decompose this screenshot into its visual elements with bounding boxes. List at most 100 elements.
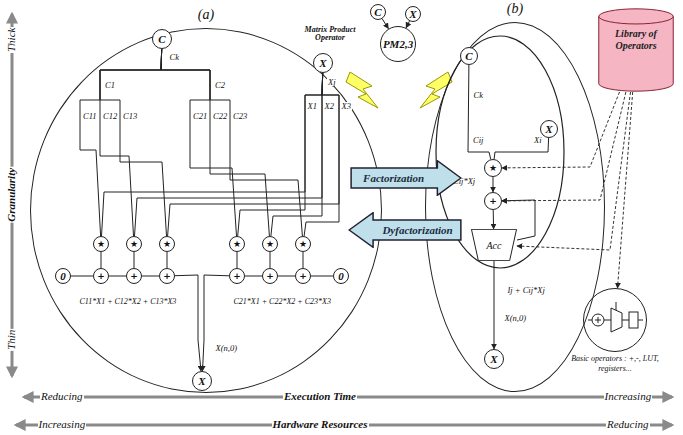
signal-wire (134, 252, 135, 268)
signal-label: C22 (212, 112, 228, 121)
signal-circle: C (370, 4, 386, 20)
operator-circle: + (159, 268, 175, 284)
operator-circle: + (229, 268, 245, 284)
signal-label: Xj (327, 78, 337, 87)
signal-wire (161, 49, 237, 236)
node-text: Basic operators : +,-, LUT, registers... (560, 354, 670, 373)
node-text: X (490, 354, 497, 365)
node-text: ★ (233, 240, 241, 249)
signal-wire (494, 261, 495, 349)
lightning-bolt (420, 72, 452, 108)
panel-title: (a) (31, 7, 381, 23)
library-cylinder: Library of Operators (598, 8, 674, 92)
signal-circle: C (152, 29, 172, 49)
signal-label: X2 (324, 102, 335, 111)
operator-circle: ★ (159, 236, 175, 252)
library-link (502, 92, 620, 168)
node-text: Acc (487, 240, 502, 251)
axis-label: Reducing (40, 391, 84, 403)
signal-circle: X (540, 120, 558, 138)
axis-label: Execution Time (283, 391, 357, 403)
signal-wire (311, 276, 333, 277)
node-text: 0 (338, 271, 344, 282)
signal-wire (493, 177, 494, 192)
signal-wire (493, 210, 494, 229)
signal-label: C21 (192, 112, 208, 121)
library-link (517, 92, 631, 250)
node-text: X (409, 9, 416, 20)
operator-circle: + (262, 268, 278, 284)
operator-circle: + (93, 268, 109, 284)
signal-wire (278, 276, 295, 277)
signal-label: Ck (473, 91, 484, 100)
signal-label: Ij + Cij*Xj (507, 286, 546, 295)
signal-wire (271, 73, 323, 236)
operator-circle: ★ (262, 236, 278, 252)
signal-label: X1 (307, 102, 318, 111)
panel-title: (b) (426, 1, 604, 17)
signal-label: C11 (82, 112, 98, 121)
signal-wire (80, 49, 162, 236)
signal-label: Xi (533, 136, 543, 145)
operator-circle: + (126, 268, 142, 284)
signal-label: C13 (122, 112, 138, 121)
operator-circle: ★ (295, 236, 311, 252)
signal-label: X(n,0) (504, 314, 527, 323)
node-text: ★ (130, 240, 138, 249)
signal-wire (161, 49, 269, 236)
operator-circle: ★ (126, 236, 142, 252)
node-text: + (130, 272, 138, 281)
node-text: ★ (163, 240, 171, 249)
node-text: Library of Operators (604, 28, 668, 51)
signal-label: C12 (102, 112, 118, 121)
signal-wire (270, 252, 271, 268)
signal-wire (468, 65, 491, 159)
signal-wire (100, 49, 162, 236)
node-text: C (465, 51, 472, 62)
signal-wire (203, 275, 230, 371)
basic-operators-circle: Basic operators : +,-, LUT, registers... (583, 288, 647, 352)
signal-wire (100, 49, 167, 236)
accumulator-box: Acc (471, 229, 517, 261)
node-text: + (233, 272, 241, 281)
axis-label: Increasing (38, 419, 87, 431)
signal-wire (102, 73, 323, 236)
signal-label: Cij (472, 136, 484, 145)
signal-label: Matrix Product Operator (293, 26, 367, 43)
node-text: PM2,3 (383, 39, 413, 50)
signal-label: C2 (214, 81, 226, 90)
node-text: 0 (60, 271, 66, 282)
axis-label: Increasing (604, 391, 653, 403)
node-text: + (489, 197, 497, 206)
basic-operators-schematic (588, 302, 643, 332)
node-text: Dyfactorization (373, 224, 462, 236)
signal-wire (304, 73, 339, 236)
signal-label: C11*X1 + C12*X2 + C13*X3 (79, 298, 178, 306)
operator-circle: ★ (484, 159, 502, 177)
signal-circle: 0 (55, 268, 71, 284)
node-text: X (319, 58, 326, 69)
signal-label: Ck (169, 53, 180, 62)
node-text: X (545, 124, 552, 135)
operator-circle: + (484, 192, 502, 210)
signal-wire (245, 276, 262, 277)
signal-label: C1 (104, 81, 116, 90)
axis-label: Granularity (6, 167, 18, 223)
node-text: ★ (97, 240, 105, 249)
signal-wire (175, 275, 201, 371)
signal-circle: PM2,3 (380, 26, 416, 62)
node-text: + (163, 272, 171, 281)
factorization-arrow: Factorization (350, 160, 462, 196)
operator-circle: ★ (229, 236, 245, 252)
library-link (502, 92, 626, 201)
signal-wire (237, 252, 238, 268)
signal-wire (101, 252, 102, 268)
signal-circle: X (313, 53, 333, 73)
signal-wire (109, 276, 126, 277)
axis-label: Thin (6, 329, 18, 351)
axis-label: Hardware Resources (272, 419, 369, 431)
signal-wire (167, 252, 168, 268)
signal-label: C21*X1 + C22*X2 + C23*X3 (233, 298, 332, 306)
node-text: + (299, 272, 307, 281)
